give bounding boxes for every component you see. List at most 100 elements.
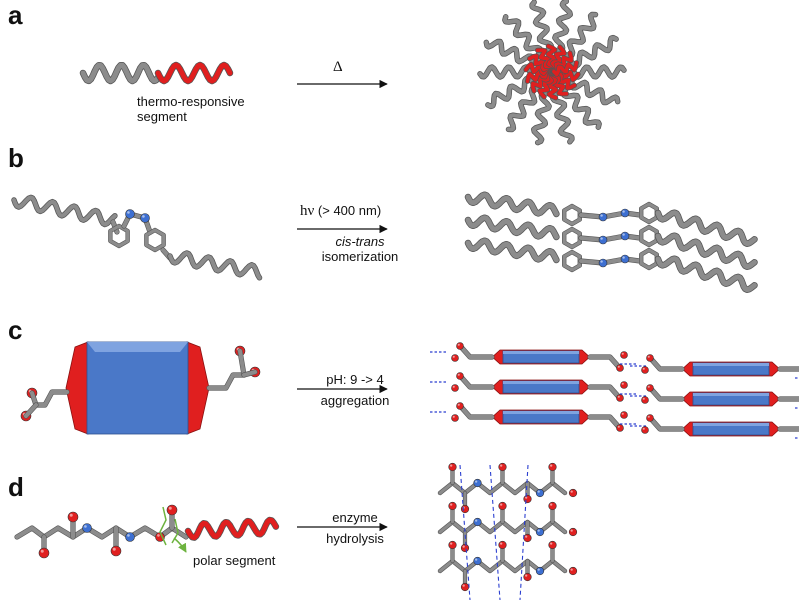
arrow-b-label-cis-trans: cis-trans — [335, 234, 385, 249]
aggregated-core-highlight — [503, 351, 579, 354]
stacked-chain-right — [655, 210, 757, 247]
nitrogen-atom-highlight — [537, 529, 540, 532]
stacked-phenyl-right — [639, 202, 659, 224]
arrow-b-label-isomerization: isomerization — [321, 249, 399, 264]
oxygen-atom-highlight — [647, 415, 650, 418]
cleavage-site-line — [171, 518, 179, 544]
oxygen-atom — [616, 364, 624, 372]
micelle-core-chain — [552, 60, 579, 77]
oxygen-atom — [451, 354, 459, 362]
micelle-corona-chain — [563, 12, 598, 58]
hv-symbol: hν — [300, 203, 315, 219]
oxygen-atom-highlight — [621, 382, 624, 385]
stacked-nitrogen-atom — [598, 212, 608, 222]
aggregated-side-chain — [588, 385, 620, 398]
micelle-corona-chain — [478, 65, 532, 79]
aggregated-core-highlight — [503, 381, 579, 384]
aggregated-side-chain — [588, 415, 620, 428]
oxygen-atom-highlight — [621, 352, 624, 355]
panel-a-drawing — [79, 0, 627, 146]
thermo-responsive-label: thermo-responsive segment — [137, 94, 245, 124]
oxygen-atom — [498, 462, 507, 472]
arrow-c-label-bottom: aggregation — [320, 393, 390, 408]
oxygen-atom-highlight — [621, 412, 624, 415]
arrow-d-label-bottom: hydrolysis — [326, 531, 384, 546]
terminal-oxygen-atom-highlight — [570, 490, 573, 493]
oxygen-atom — [523, 533, 532, 543]
side-chain-right — [207, 373, 246, 390]
stacked-chain-left — [465, 192, 559, 217]
oxygen-atom-highlight — [452, 385, 455, 388]
stacked-phenyl-left — [562, 204, 582, 226]
aggregated-side-chain — [778, 427, 799, 431]
oxygen-atom — [523, 572, 532, 582]
stacked-nitrogen-atom — [598, 235, 608, 245]
terminal-oxygen-atom-highlight — [570, 568, 573, 571]
alkyl-chain-left — [12, 195, 117, 227]
nitrogen-atom-highlight — [127, 534, 130, 537]
oxygen-atom — [620, 411, 628, 419]
aggregated-side-chain — [460, 346, 494, 359]
aggregated-side-chain — [650, 418, 684, 431]
oxygen-atom-highlight — [525, 496, 528, 499]
oxygen-atom — [460, 582, 470, 592]
stacked-chain-right — [655, 233, 757, 270]
stacked-nitrogen-atom — [620, 208, 630, 218]
oxygen-atom — [456, 342, 464, 350]
aggregated-core-highlight — [503, 411, 579, 414]
oxygen-atom-highlight — [642, 397, 645, 400]
core-end-cap-left — [65, 341, 89, 435]
oxygen-atom — [548, 462, 557, 472]
oxygen-atom-highlight — [617, 425, 620, 428]
stacked-nitrogen-atom-highlight — [622, 210, 625, 213]
oxygen-atom — [67, 511, 79, 523]
oxygen-atom-highlight — [40, 549, 44, 553]
stacked-nitrogen-atom-highlight — [622, 233, 625, 236]
wavelength-condition: (> 400 nm) — [317, 203, 382, 218]
panel-d-drawing — [14, 462, 578, 601]
nitrogen-atom — [535, 527, 545, 537]
stacked-nitrogen-atom-highlight — [622, 256, 625, 259]
oxygen-atom-highlight — [452, 355, 455, 358]
stacked-chain-right-outline — [654, 255, 758, 293]
oxygen-atom — [616, 394, 624, 402]
oxygen-atom — [620, 351, 628, 359]
oxygen-atom-highlight — [550, 542, 553, 545]
stacked-nitrogen-atom-highlight — [600, 214, 603, 217]
oxygen-atom-highlight — [452, 415, 455, 418]
panel-c-drawing — [20, 341, 799, 439]
arrow-a-label: Δ — [333, 59, 343, 75]
aggregated-core-highlight — [693, 423, 769, 426]
carbonyl-right — [238, 349, 246, 377]
azo-bridge — [122, 212, 152, 234]
oxygen-atom-highlight — [642, 367, 645, 370]
micelle-corona-chain — [572, 65, 626, 79]
stacked-azo-bridge — [579, 257, 642, 265]
hydrogen-bond-guide — [459, 464, 471, 601]
aggregated-side-chain — [460, 406, 494, 419]
nitrogen-atom — [535, 566, 545, 576]
side-chain-left — [34, 390, 69, 407]
panel-b-drawing — [11, 191, 758, 293]
nitrogen-atom — [125, 209, 135, 219]
oxygen-atom-highlight — [525, 535, 528, 538]
terminal-oxygen-atom — [568, 566, 578, 576]
micelle-corona-chain — [485, 76, 535, 109]
oxygen-atom-highlight — [450, 542, 453, 545]
aromatic-core-top-face — [87, 342, 188, 352]
panel-letter-a: a — [8, 0, 23, 30]
oxygen-atom — [646, 354, 654, 362]
aggregated-core-highlight — [693, 363, 769, 366]
micelle-corona-chain — [530, 0, 554, 53]
oxygen-atom — [448, 501, 457, 511]
nitrogen-atom — [473, 517, 482, 527]
stacked-azo-bridge — [579, 234, 642, 242]
oxygen-atom — [548, 540, 557, 550]
micelle-corona-chain — [550, 91, 574, 144]
stacked-nitrogen-atom-highlight — [600, 260, 603, 263]
nitrogen-atom — [473, 556, 482, 566]
oxygen-atom-highlight — [168, 506, 172, 510]
oxygen-atom — [456, 372, 464, 380]
aggregated-side-chain — [650, 388, 684, 401]
oxygen-atom — [548, 501, 557, 511]
